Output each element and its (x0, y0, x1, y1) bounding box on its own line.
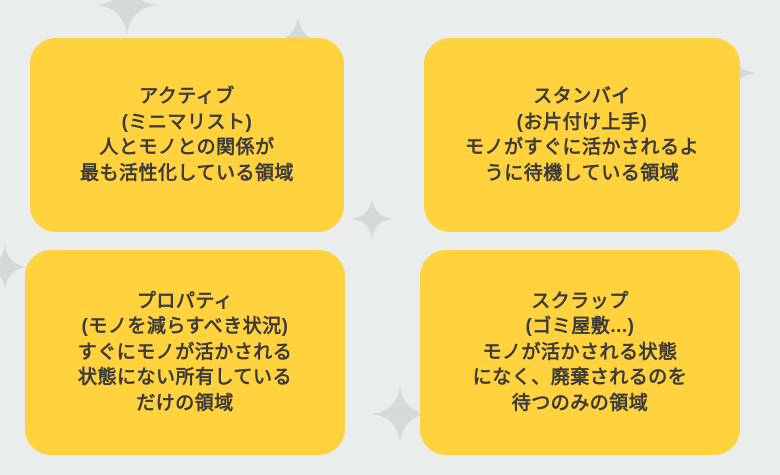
card-title: スクラップ (531, 290, 629, 312)
card-body-line: うに待機している領域 (484, 162, 680, 184)
quadrant-card-property: プロパティ (モノを減らすべき状況) すぐにモノが活かされる 状態にない所有して… (25, 250, 345, 455)
quadrant-card-active: アクティブ (ミニマリスト) 人とモノとの関係が 最も活性化している領域 (30, 38, 344, 232)
card-body-line: 人とモノとの関係が (99, 137, 275, 158)
card-body-line: 待つのみの領域 (511, 392, 649, 414)
card-subtitle: (モノを減らすべき状況) (81, 316, 289, 338)
card-subtitle: (ゴミ屋敷...) (525, 316, 635, 338)
card-body-line: すぐにモノが活かされる (77, 341, 293, 363)
card-title: スタンバイ (533, 86, 631, 107)
card-title: プロパティ (136, 290, 234, 312)
sparkle-icon (351, 198, 393, 240)
card-body-line: だけの領域 (136, 392, 234, 414)
card-body-line: モノが活かされる状態 (482, 341, 678, 363)
card-body-line: 状態にない所有している (78, 367, 292, 389)
sparkle-icon (0, 244, 28, 290)
card-body-line: モノがすぐに活かされるよ (464, 137, 699, 158)
sparkle-icon (96, 0, 158, 36)
card-subtitle: (ミニマリスト) (121, 111, 253, 133)
card-body-line: になく、廃棄されるのを (472, 367, 688, 389)
card-title: アクティブ (139, 86, 235, 107)
card-subtitle: (お片付け上手) (516, 111, 648, 133)
quadrant-card-scrap: スクラップ (ゴミ屋敷...) モノが活かされる状態 になく、廃棄されるのを 待… (420, 250, 740, 455)
sparkle-icon (371, 385, 429, 443)
quadrant-card-standby: スタンバイ (お片付け上手) モノがすぐに活かされるよ うに待機している領域 (424, 38, 740, 232)
card-body-line: 最も活性化している領域 (80, 162, 294, 184)
